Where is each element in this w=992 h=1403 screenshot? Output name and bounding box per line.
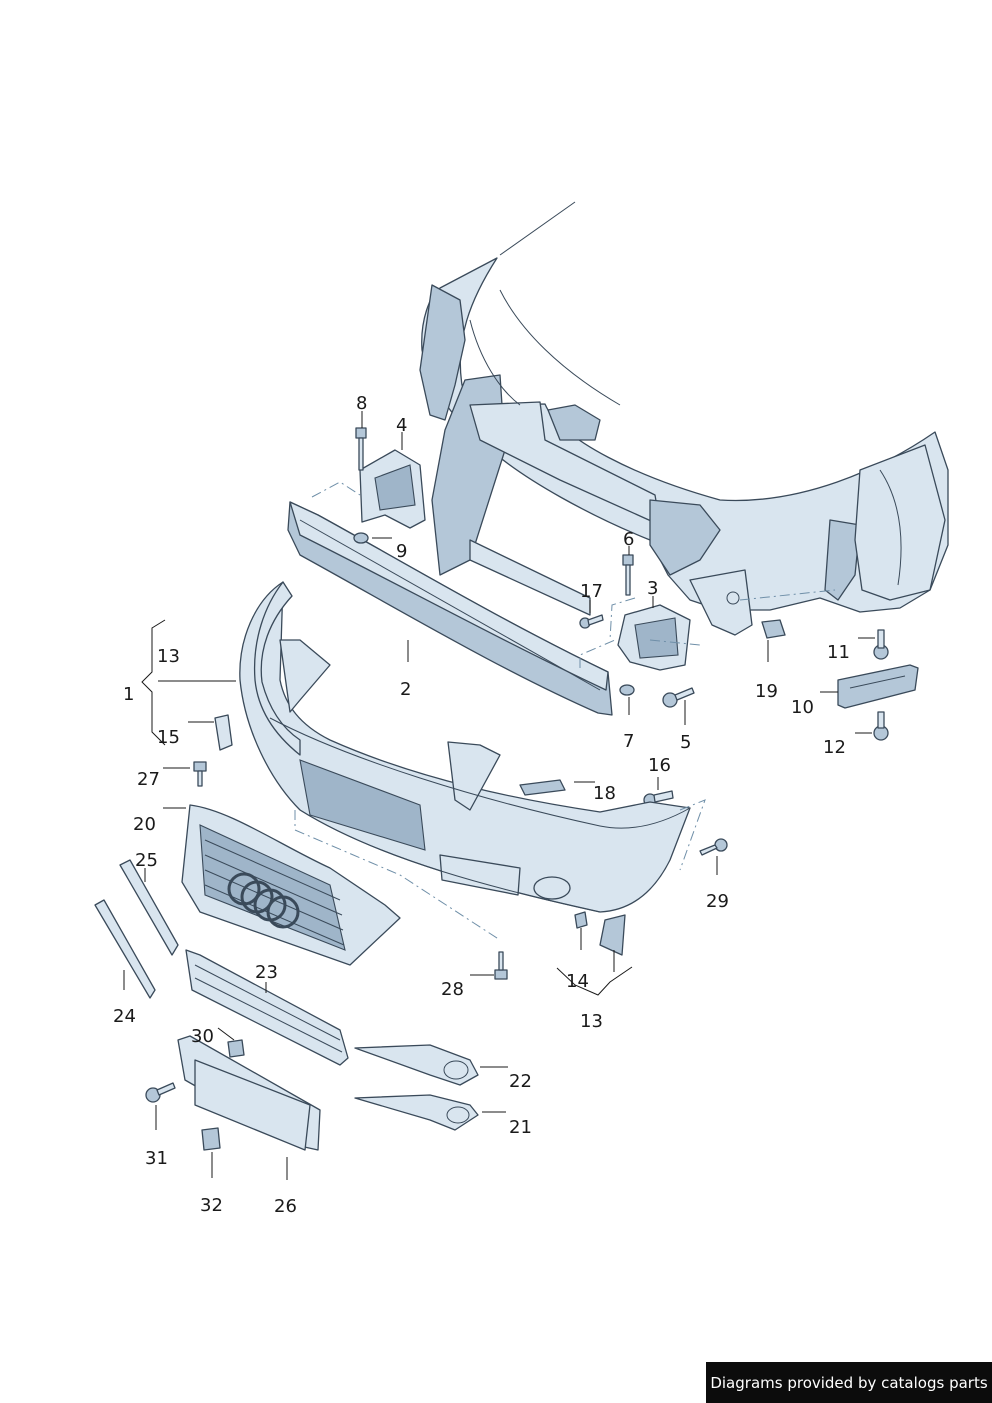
callout-19: 19 (755, 681, 778, 702)
mount-bracket-left (359, 449, 426, 529)
callout-6: 6 (623, 529, 634, 550)
callout-13-top: 13 (157, 646, 180, 667)
credit-banner: Diagrams provided by catalogs parts (706, 1362, 992, 1403)
side-trim-strips (94, 859, 179, 999)
callout-7: 7 (623, 731, 634, 752)
lower-grille (185, 949, 349, 1066)
callout-4: 4 (396, 415, 407, 436)
mount-bracket-right (617, 604, 691, 671)
licence-plate-holder (177, 1035, 321, 1151)
callout-8: 8 (356, 393, 367, 414)
fog-light-trims (354, 1044, 479, 1131)
fasteners (145, 427, 889, 1103)
callout-13-bottom: 13 (580, 1011, 603, 1032)
callout-9: 9 (396, 541, 407, 562)
alignment-lines (294, 589, 836, 941)
callout-30: 30 (191, 1026, 214, 1047)
callout-18: 18 (593, 783, 616, 804)
leader-lines (123, 411, 875, 1180)
guide-profile (837, 664, 919, 709)
callout-26: 26 (274, 1196, 297, 1217)
callout-20: 20 (133, 814, 156, 835)
callout-32: 32 (200, 1195, 223, 1216)
callout-21: 21 (509, 1117, 532, 1138)
callout-25: 25 (135, 850, 158, 871)
bumper-reinforcement (287, 481, 616, 716)
callout-22: 22 (509, 1071, 532, 1092)
callout-28: 28 (441, 979, 464, 1000)
callout-3: 3 (647, 578, 658, 599)
clips (201, 619, 786, 1151)
callout-12: 12 (823, 737, 846, 758)
callout-16: 16 (648, 755, 671, 776)
callout-24: 24 (113, 1006, 136, 1027)
credit-text: Diagrams provided by catalogs parts (710, 1373, 988, 1392)
callout-10: 10 (791, 697, 814, 718)
callout-15: 15 (157, 727, 180, 748)
callout-labels: 1 2 3 4 5 6 7 8 9 10 11 12 13 13 14 15 1… (113, 393, 850, 1217)
radiator-grille (181, 804, 401, 966)
callout-29: 29 (706, 891, 729, 912)
bumper-cover (214, 581, 691, 913)
callout-2: 2 (400, 679, 411, 700)
callout-31: 31 (145, 1148, 168, 1169)
callout-27: 27 (137, 769, 160, 790)
callout-5: 5 (680, 732, 691, 753)
vehicle-body-front (419, 201, 949, 636)
callout-1: 1 (123, 684, 134, 705)
callout-11: 11 (827, 642, 850, 663)
callout-14: 14 (566, 971, 589, 992)
callout-23: 23 (255, 962, 278, 983)
callout-17: 17 (580, 581, 603, 602)
